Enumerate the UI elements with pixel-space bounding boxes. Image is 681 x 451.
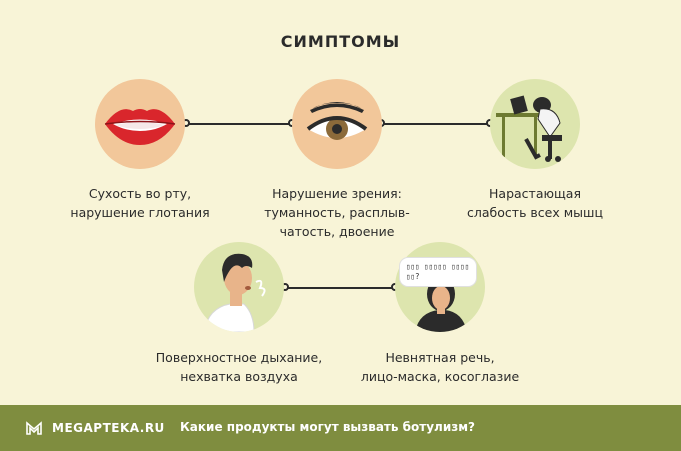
megapteka-logo-icon: [26, 421, 42, 435]
caption-line: Сухость во рту,: [88, 186, 192, 201]
caption-line: Поверхностное дыхание,: [155, 350, 323, 365]
caption-line: слабость всех мышц: [467, 205, 603, 220]
caption-line: лицо-маска, косоглазие: [360, 369, 520, 384]
speaking-woman-icon: [395, 242, 485, 332]
connector-line-1: [186, 123, 292, 125]
caption-line: нарушение глотания: [70, 205, 210, 220]
breathing-person-icon: [194, 242, 284, 332]
caption-line: туманность, расплыв-: [264, 205, 410, 220]
symptom-caption-3: Нарастающая слабость всех мышц: [435, 184, 635, 222]
brand-name[interactable]: MEGAPTEKA.RU: [52, 421, 165, 435]
eye-icon: [292, 79, 382, 169]
caption-line: нехватка воздуха: [180, 369, 298, 384]
footer-link[interactable]: Какие продукты могут вызвать ботулизм?: [180, 420, 475, 434]
caption-line: чатость, двоение: [279, 224, 395, 239]
caption-line: Невнятная речь,: [385, 350, 495, 365]
page-title: СИМПТОМЫ: [280, 32, 401, 51]
symptom-caption-2: Нарушение зрения: туманность, расплыв- ч…: [237, 184, 437, 241]
connector-line-2: [381, 123, 489, 125]
tired-person-icon: [490, 79, 580, 169]
symptom-caption-1: Сухость во рту, нарушение глотания: [40, 184, 240, 222]
symptom-caption-5: Невнятная речь, лицо-маска, косоглазие: [340, 348, 540, 386]
speech-bubble: ▯▯▯ ▯▯▯▯▯ ▯▯▯▯▯▯?: [400, 258, 476, 286]
footer-bar: MEGAPTEKA.RU Какие продукты могут вызват…: [0, 405, 681, 451]
lips-icon: [95, 79, 185, 169]
speech-bubble-text: ▯▯▯ ▯▯▯▯▯ ▯▯▯▯▯▯?: [406, 262, 470, 281]
connector-line-3: [285, 287, 395, 289]
symptom-caption-4: Поверхностное дыхание, нехватка воздуха: [139, 348, 339, 386]
caption-line: Нарушение зрения:: [272, 186, 402, 201]
caption-line: Нарастающая: [489, 186, 581, 201]
